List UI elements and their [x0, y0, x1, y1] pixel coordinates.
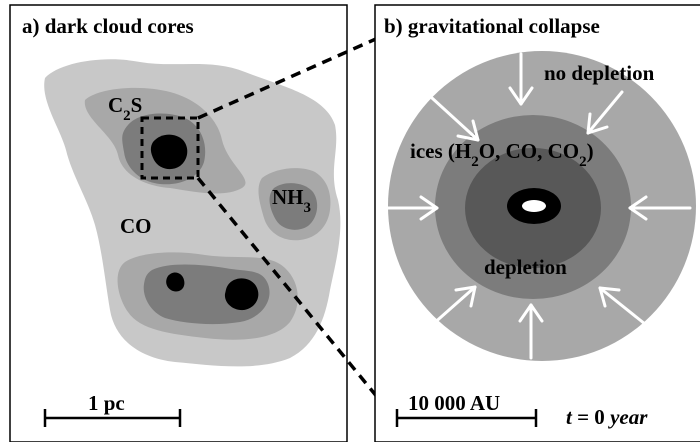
ices-label-subscript-1: 2	[471, 154, 479, 170]
c2s-label: C2S	[108, 93, 142, 124]
arrow-south-east	[598, 286, 652, 330]
panel-a-title: a) dark cloud cores	[22, 14, 194, 38]
ices-label-middle: O, CO, CO	[479, 139, 579, 163]
time-equals: = 0	[572, 405, 610, 429]
time-unit: year	[607, 405, 648, 429]
ices-label-prefix: ices (H	[410, 139, 471, 163]
zoom-box	[140, 116, 200, 180]
arrow-east	[628, 195, 692, 221]
core-white-center	[522, 200, 546, 212]
no-depletion-label: no depletion	[544, 61, 655, 85]
ices-label-suffix: )	[587, 139, 594, 163]
time-label: t = 0 year	[566, 405, 648, 429]
panel-a-scale-bar: 1 pc	[43, 391, 182, 427]
c2s-label-main: C	[108, 93, 123, 117]
c2s-label-tail: S	[131, 93, 143, 117]
cloud-core-south-east	[224, 278, 259, 311]
arrow-south	[518, 303, 544, 360]
cloud-core-north	[150, 134, 188, 170]
c2s-label-subscript: 2	[123, 108, 131, 124]
zoom-connector-bottom	[196, 176, 380, 400]
ices-label-subscript-2: 2	[579, 154, 587, 170]
cloud-core-south-west	[166, 272, 185, 292]
time-variable: t	[566, 405, 573, 429]
ices-label: ices (H2O, CO, CO2)	[410, 139, 594, 170]
cloud-inner-contour-nh3	[269, 183, 318, 230]
panel-b-scale-bar: 10 000 AU	[395, 391, 538, 427]
nh3-label-main: NH	[272, 185, 304, 209]
co-label: CO	[120, 214, 152, 238]
inflow-arrows	[383, 52, 692, 360]
depletion-label: depletion	[484, 255, 567, 279]
arrow-north-west	[430, 96, 480, 142]
panel-b-title: b) gravitational collapse	[384, 14, 600, 38]
scale-bar-a-label: 1 pc	[88, 391, 125, 415]
nh3-label-subscript: 3	[304, 200, 312, 216]
arrow-north	[508, 52, 534, 106]
scale-bar-b-label: 10 000 AU	[408, 391, 500, 415]
arrow-north-east	[586, 90, 624, 135]
nh3-label: NH3	[272, 185, 311, 216]
arrow-west	[383, 195, 439, 221]
arrow-south-west	[430, 285, 477, 327]
